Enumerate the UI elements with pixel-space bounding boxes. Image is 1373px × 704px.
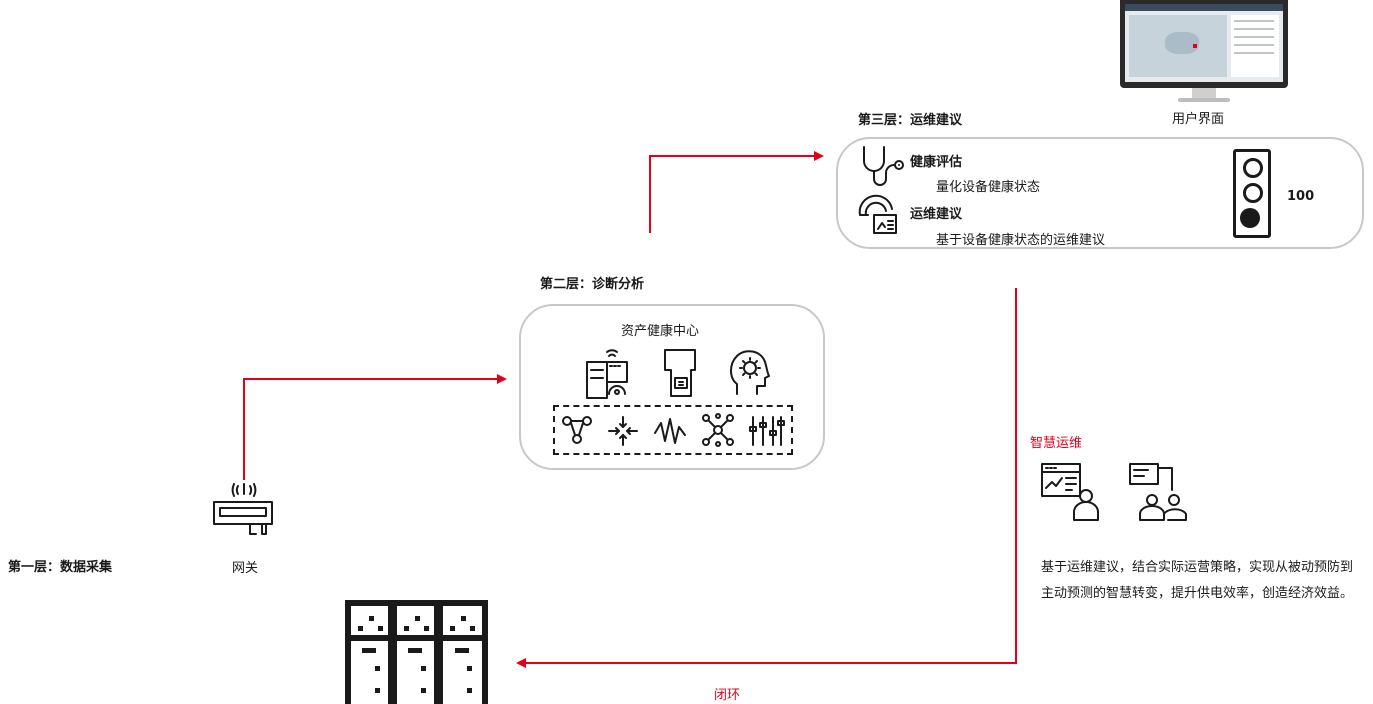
arrow-diagnosis-to-advice — [649, 151, 824, 233]
gateway-router-icon — [213, 483, 273, 535]
layer2-title: 第二层：诊断分析 — [540, 277, 645, 292]
asset-health-center-title: 资产健康中心 — [621, 324, 700, 339]
cabinet-sensor-icon — [586, 349, 628, 399]
user-interface-label: 用户界面 — [1172, 112, 1225, 127]
traffic-light-top — [1243, 158, 1263, 178]
arrow-closed-loop — [516, 288, 1017, 668]
health-score: 100 — [1287, 189, 1315, 204]
smart-om-title: 智慧运维 — [1030, 436, 1083, 451]
user-interface-monitor — [1120, 0, 1290, 105]
dashboard-user-icon — [1041, 463, 1099, 521]
layer3-advice-box: 健康评估 量化设备健康状态 运维建议 基于设备健康状态的运维建议 100 — [836, 137, 1364, 249]
cluster-icon — [702, 413, 734, 447]
layer3-title: 第三层：运维建议 — [858, 113, 963, 128]
closed-loop-label: 闭环 — [714, 688, 741, 703]
asset-health-center-box: 资产健康中心 — [519, 304, 825, 470]
traffic-light-indicator — [1233, 149, 1271, 238]
layer1-title: 第一层：数据采集 — [8, 560, 113, 575]
arrow-gateway-to-diagnosis — [243, 374, 507, 480]
health-assessment-title: 健康评估 — [910, 155, 963, 170]
traffic-light-middle — [1243, 183, 1263, 203]
smart-om-description: 基于运维建议，结合实际运营策略，实现从被动预防到主动预测的智慧转变，提升供电效率… — [1041, 560, 1354, 601]
om-advice-title: 运维建议 — [910, 207, 963, 222]
sliders-icon — [749, 416, 785, 446]
om-advice-desc: 基于设备健康状态的运维建议 — [936, 233, 1106, 248]
device-module-icon — [664, 349, 696, 397]
location-network-icon — [562, 416, 592, 444]
om-dashboard-icon — [858, 194, 897, 234]
ai-brain-icon — [730, 350, 770, 395]
waveform-icon — [654, 418, 686, 444]
gateway-label: 网关 — [232, 561, 259, 576]
health-assessment-desc: 量化设备健康状态 — [936, 180, 1041, 195]
traffic-light-bottom — [1240, 208, 1260, 228]
stethoscope-icon — [863, 146, 904, 186]
analysis-methods-group — [553, 405, 793, 455]
team-collaboration-icon — [1129, 463, 1187, 521]
switchgear-cabinet-icon — [345, 600, 488, 704]
convergence-icon — [608, 416, 638, 446]
